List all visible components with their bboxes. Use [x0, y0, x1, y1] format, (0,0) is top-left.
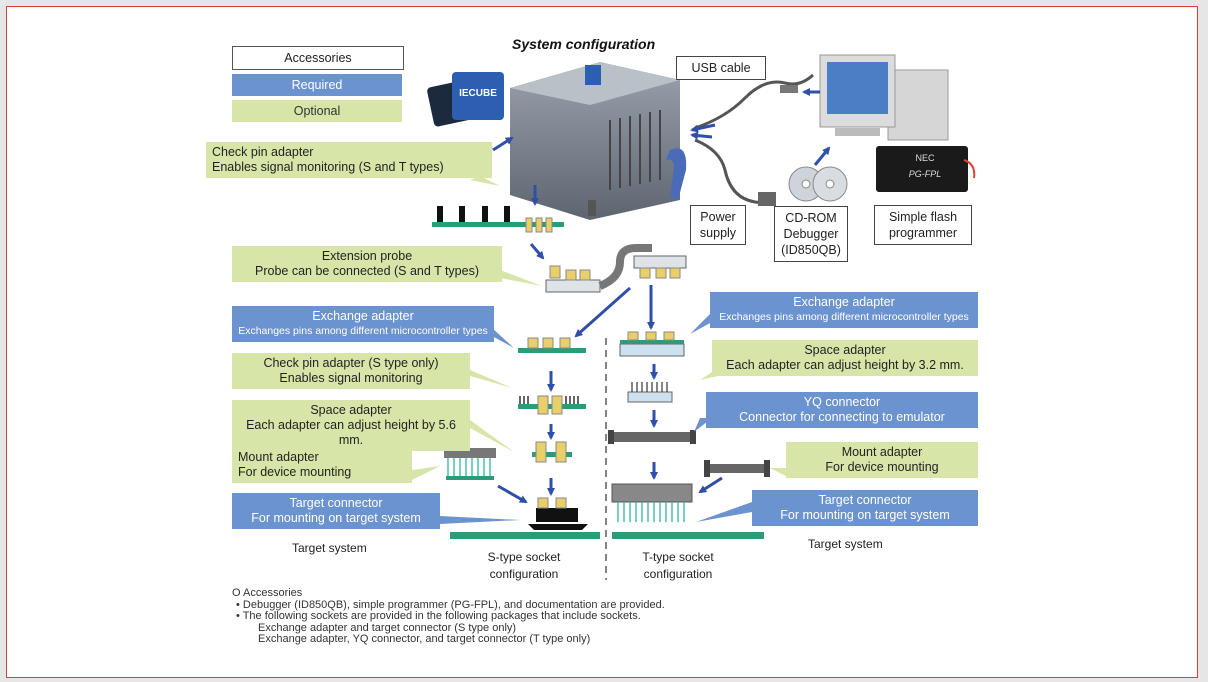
callout-target-left: Target connector For mounting on target … — [232, 493, 440, 529]
target-system-left: Target system — [292, 541, 367, 555]
callout-title: Extension probe — [321, 249, 413, 263]
iecube-logo-text: IECUBE — [459, 88, 497, 99]
flow-arrows — [492, 88, 831, 504]
cd-rom-label: CD-ROM Debugger (ID850QB) — [774, 206, 848, 262]
callout-desc: Enables signal monitoring — [279, 371, 423, 385]
callout-title: Check pin adapter — [212, 145, 314, 159]
callout-desc: Probe can be connected (S and T types) — [255, 264, 479, 278]
emulator-unit — [510, 62, 687, 220]
programmer-brand: NEC — [915, 153, 935, 163]
cd-rom-discs — [788, 166, 848, 202]
flash-programmer-device: NEC PG-FPL — [876, 146, 976, 192]
callout-title: Check pin adapter (S type only) — [263, 356, 439, 370]
callout-desc: For device mounting — [238, 465, 352, 479]
callout-pointers-blue — [440, 312, 752, 524]
extension-probe — [545, 244, 687, 293]
callout-desc: Enables signal monitoring (S and T types… — [212, 160, 444, 174]
notes-sub-2: Exchange adapter, YQ connector, and targ… — [258, 633, 591, 645]
s-type-stack — [518, 337, 588, 530]
power-cable — [694, 138, 776, 206]
programmer-model: PG-FPL — [909, 169, 942, 179]
callout-desc: Exchanges pins among different microcont… — [719, 311, 969, 323]
callout-check-pin-top: Check pin adapter Enables signal monitor… — [206, 142, 492, 178]
callout-space-right: Space adapter Each adapter can adjust he… — [712, 340, 978, 376]
callout-title: YQ connector — [803, 395, 881, 409]
host-pc — [819, 54, 949, 141]
s-mount-adapter — [444, 448, 496, 480]
t-type-stack — [608, 331, 696, 522]
accessories-notes: O Accessories • Debugger (ID850QB), simp… — [232, 587, 665, 646]
legend-optional: Optional — [232, 100, 402, 122]
target-board-right — [612, 532, 764, 539]
t-type-caption: T-type socket configuration — [642, 550, 714, 581]
notes-heading: O Accessories — [232, 587, 303, 599]
callout-exchange-right: Exchange adapter Exchanges pins among di… — [710, 292, 978, 328]
callout-pointers — [412, 176, 786, 480]
callout-target-right: Target connector For mounting on target … — [752, 490, 978, 526]
callout-title: Exchange adapter — [312, 309, 414, 323]
check-pin-adapter-top — [432, 206, 564, 233]
callout-desc: Each adapter can adjust height by 3.2 mm… — [726, 358, 964, 372]
callout-space-left: Space adapter Each adapter can adjust he… — [232, 400, 470, 451]
callout-title: Target connector — [818, 493, 912, 507]
notes-bullet-2: • The following sockets are provided in … — [236, 610, 641, 622]
callout-title: Space adapter — [804, 343, 886, 357]
target-system-right: Target system — [808, 537, 883, 551]
callout-exchange-left: Exchange adapter Exchanges pins among di… — [232, 306, 494, 342]
callout-yq-right: YQ connector Connector for connecting to… — [706, 392, 978, 428]
iecube-logo — [427, 72, 504, 127]
callout-desc: For mounting on target system — [780, 508, 950, 522]
usb-cable — [694, 73, 815, 130]
callout-extension-probe: Extension probe Probe can be connected (… — [232, 246, 502, 282]
s-type-caption: S-type socket configuration — [487, 550, 561, 581]
callout-title: Space adapter — [310, 403, 392, 417]
t-mount-adapter — [704, 460, 770, 477]
notes-bullet-1: • Debugger (ID850QB), simple programmer … — [236, 598, 665, 611]
callout-check-pin-s: Check pin adapter (S type only) Enables … — [232, 353, 470, 389]
target-board-left — [450, 532, 600, 539]
callout-desc: Exchanges pins among different microcont… — [238, 325, 488, 337]
callout-title: Exchange adapter — [793, 295, 895, 309]
legend-accessories: Accessories — [232, 46, 404, 70]
callout-desc: Each adapter can adjust height by 5.6 mm… — [246, 418, 456, 447]
callout-mount-right: Mount adapter For device mounting — [786, 442, 978, 478]
callout-title: Mount adapter — [238, 450, 319, 464]
usb-cable-label: USB cable — [676, 56, 766, 80]
diagram-title: System configuration — [512, 36, 656, 52]
callout-desc: For mounting on target system — [251, 511, 421, 525]
notes-sub-1: Exchange adapter and target connector (S… — [258, 621, 517, 634]
callout-title: Mount adapter — [841, 445, 923, 459]
flash-programmer-label: Simple flash programmer — [874, 205, 972, 245]
legend-required: Required — [232, 74, 402, 96]
callout-desc: Connector for connecting to emulator — [739, 410, 945, 424]
callout-desc: For device mounting — [825, 460, 939, 474]
power-supply-label: Power supply — [690, 205, 746, 245]
callout-title: Target connector — [289, 496, 383, 510]
callout-mount-left: Mount adapter For device mounting — [232, 447, 412, 483]
